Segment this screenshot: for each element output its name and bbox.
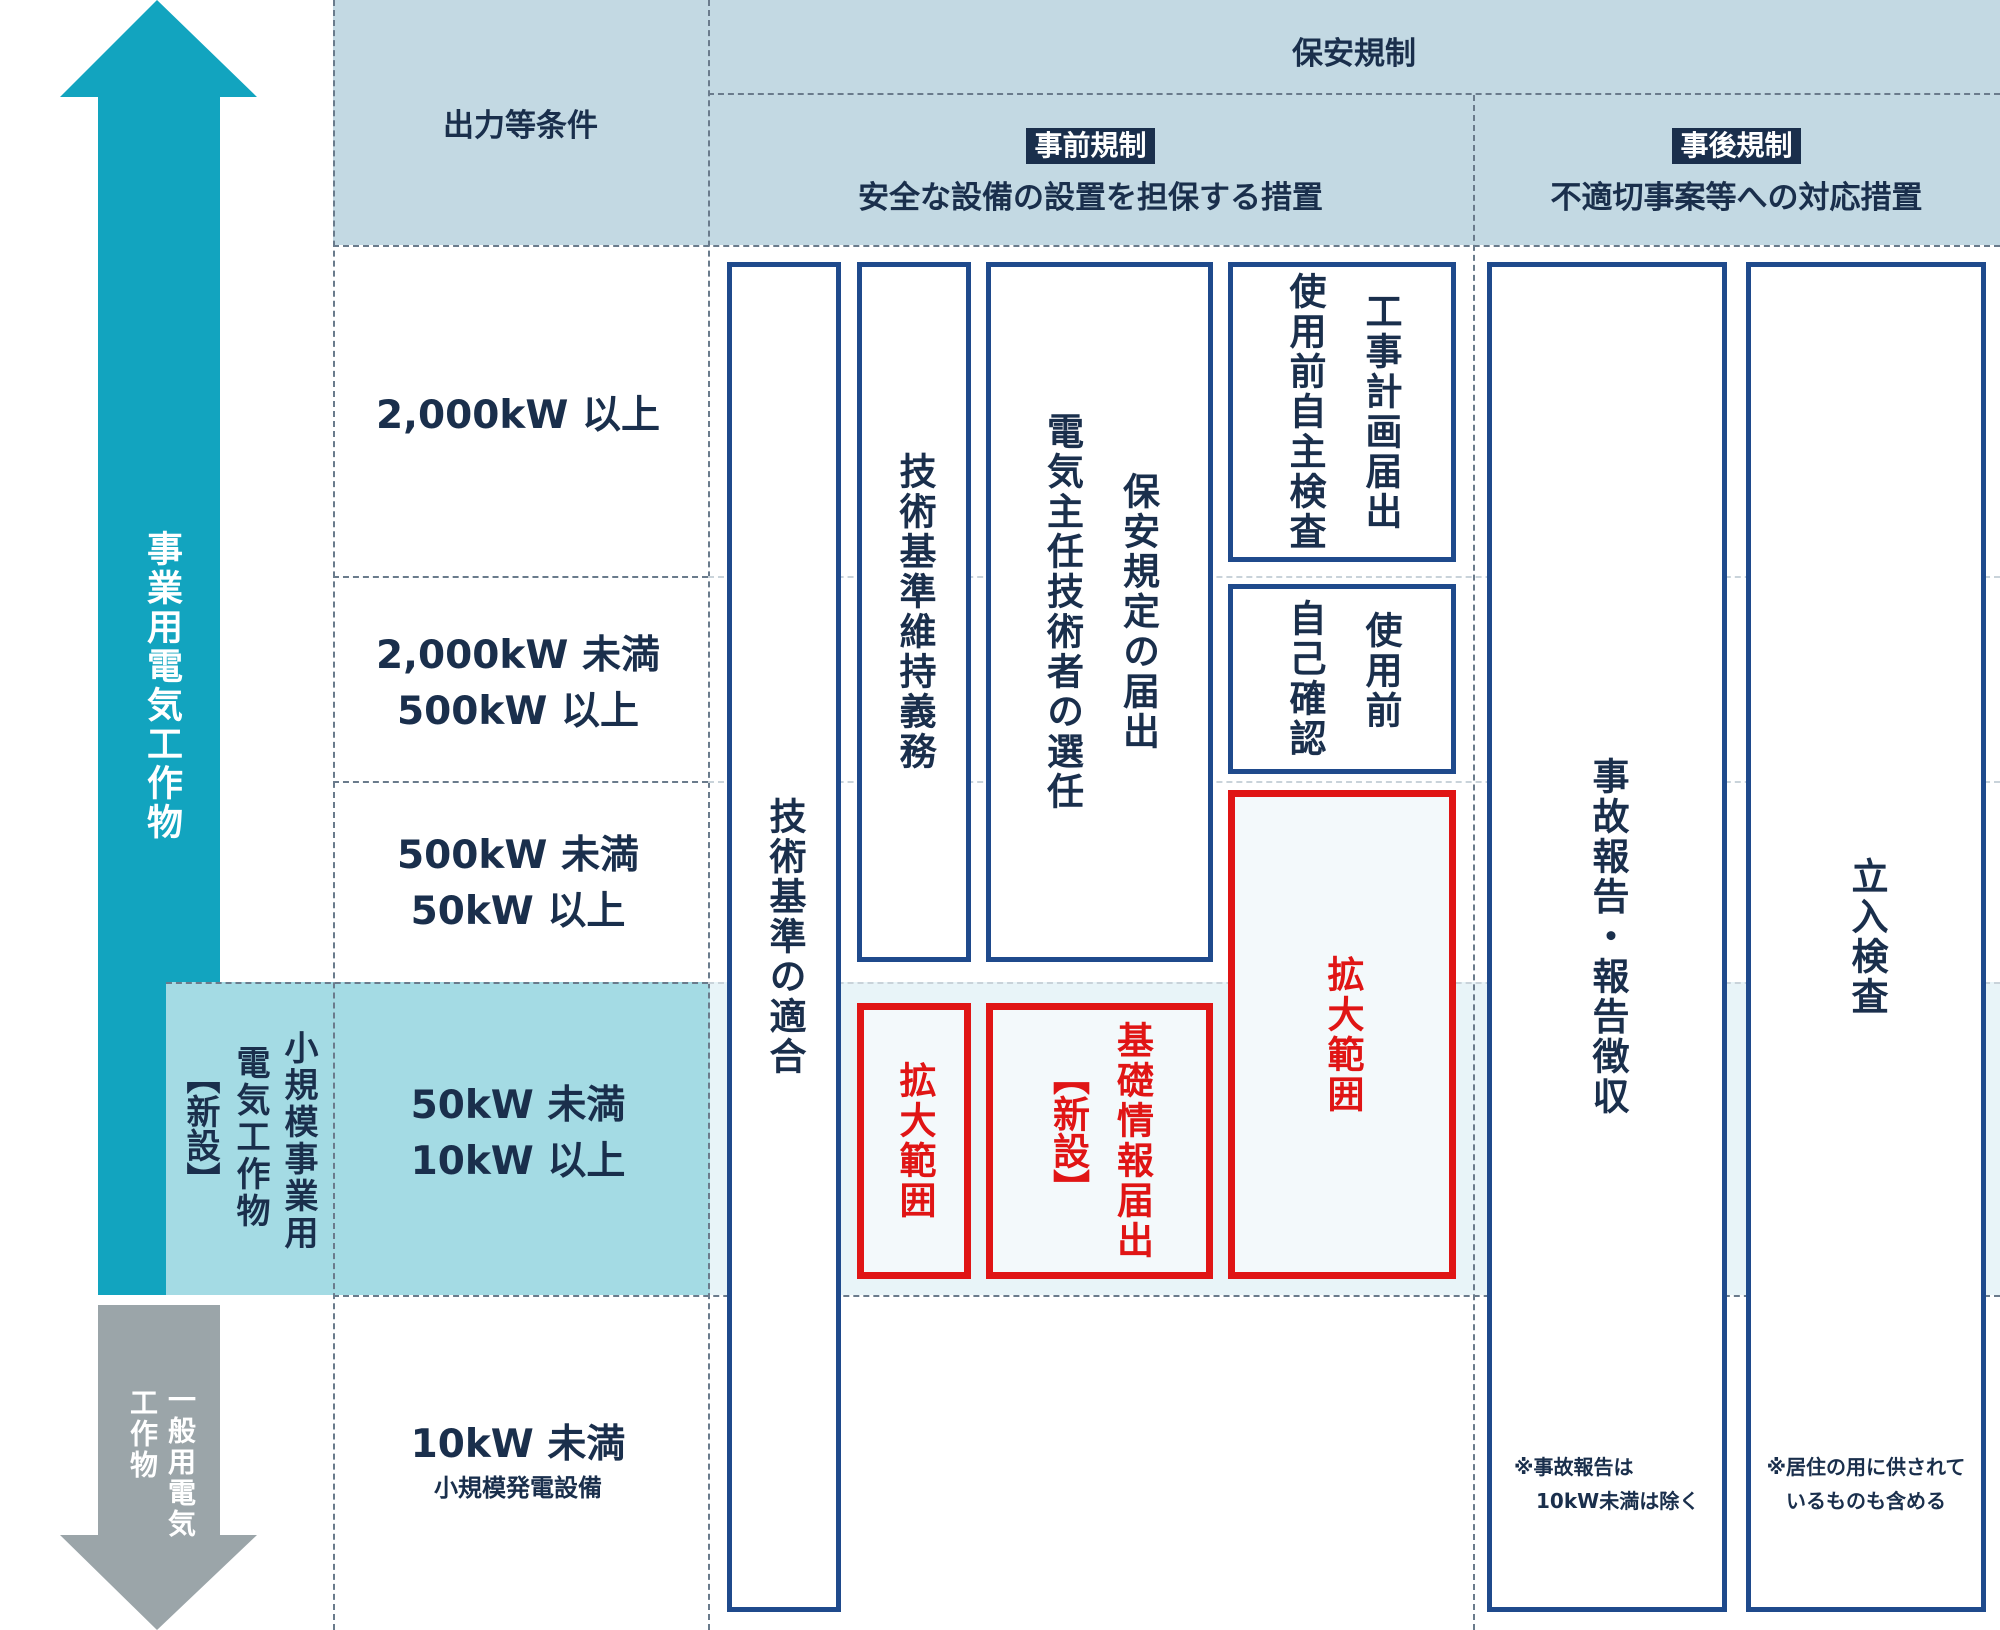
box-accident-report-label: 事故報告・報告徴収 xyxy=(1586,757,1629,1117)
condition-row2: 2,000kW 未満 500kW 以上 xyxy=(333,628,703,740)
box-chief-engineer-and-safety-rules: 保安規定の届出 電気主任技術者の選任 xyxy=(986,262,1213,962)
header-background xyxy=(333,0,2000,245)
small-business-condition-band xyxy=(333,982,710,1295)
grid-hline-row3 xyxy=(166,982,708,984)
grid-hline-row2 xyxy=(333,781,708,783)
condition-row1-text: 2,000kW 以上 xyxy=(376,393,660,438)
box-expanded-scope-2: 拡大範囲 xyxy=(1228,790,1456,1279)
accident-report-note: ※事故報告は 10kW未満は除く xyxy=(1500,1450,1714,1518)
box-chief-engineer-label: 電気主任技術者の選任 xyxy=(1040,412,1084,812)
grid-hline-header-bottom xyxy=(333,245,2000,247)
condition-row5-line1: 10kW 未満 xyxy=(410,1422,626,1467)
condition-row2-line2: 500kW 以上 xyxy=(397,689,639,734)
grid-hline-row4 xyxy=(333,1295,2000,1297)
on-site-inspection-note: ※居住の用に供されて いるものも含める xyxy=(1756,1450,1976,1518)
condition-row2-line1: 2,000kW 未満 xyxy=(376,633,660,678)
post-regulation-header: 事後規制 不適切事案等への対応措置 xyxy=(1473,128,2000,217)
condition-row1: 2,000kW 以上 xyxy=(333,388,703,444)
box-safety-rules-label: 保安規定の届出 xyxy=(1116,472,1160,752)
box-pre-use-self-check-line1: 使用前 xyxy=(1359,611,1402,731)
box-construction-plan-label: 工事計画届出 xyxy=(1359,292,1402,532)
accident-note-line1: ※事故報告は xyxy=(1514,1455,1634,1479)
condition-row3-line2: 50kW 以上 xyxy=(410,889,626,934)
accident-note-line2: 10kW未満は除く xyxy=(1536,1489,1700,1513)
pre-regulation-header: 事前規制 安全な設備の設置を担保する措置 xyxy=(708,128,1473,217)
box-basic-info-line1: 基礎情報届出 xyxy=(1110,1021,1154,1261)
box-pre-use-inspection-label: 使用前自主検査 xyxy=(1283,272,1326,552)
box-accident-report: 事故報告・報告徴収 xyxy=(1487,262,1727,1612)
grid-hline-header-split xyxy=(708,93,2000,95)
box-pre-use-self-check: 使用前 自己確認 xyxy=(1228,584,1456,774)
box-expanded-scope-1-label: 拡大範囲 xyxy=(893,1061,936,1221)
inspection-note-line2: いるものも含める xyxy=(1786,1489,1946,1513)
safety-regulation-header: 保安規制 xyxy=(1292,36,1416,72)
grid-hline-row1-light xyxy=(708,576,2000,578)
pre-regulation-tag: 事前規制 xyxy=(1026,128,1155,164)
small-business-label-line2: 電気工作物 xyxy=(230,1045,270,1230)
condition-row4-line1: 50kW 未満 xyxy=(410,1083,626,1128)
post-regulation-tag: 事後規制 xyxy=(1672,128,1801,164)
grid-vline-3 xyxy=(1473,95,1475,1630)
box-construction-plan-and-inspection: 工事計画届出 使用前自主検査 xyxy=(1228,262,1456,562)
box-tech-standard-compliance-label: 技術基準の適合 xyxy=(763,797,806,1077)
business-arrow-label: 事業用電気工作物 xyxy=(141,530,182,842)
box-on-site-inspection-label: 立入検査 xyxy=(1845,857,1888,1017)
condition-row5: 10kW 未満 小規模発電設備 xyxy=(333,1417,703,1503)
pre-regulation-desc: 安全な設備の設置を担保する措置 xyxy=(858,180,1323,216)
box-basic-info-line2: 【新設】 xyxy=(1046,1058,1090,1206)
box-basic-info: 基礎情報届出 【新設】 xyxy=(986,1003,1213,1279)
grid-hline-row2-light xyxy=(708,781,2000,783)
condition-row3-line1: 500kW 未満 xyxy=(397,833,639,878)
output-conditions-header: 出力等条件 xyxy=(443,108,598,144)
box-on-site-inspection: 立入検査 xyxy=(1746,262,1986,1612)
inspection-note-line1: ※居住の用に供されて xyxy=(1766,1455,1966,1479)
general-label-line2: 工作物 xyxy=(126,1388,159,1481)
box-expanded-scope-1: 拡大範囲 xyxy=(857,1003,971,1279)
box-tech-standard-maintenance: 技術基準維持義務 xyxy=(857,262,971,962)
grid-hline-row1 xyxy=(333,576,708,578)
condition-row4: 50kW 未満 10kW 以上 xyxy=(333,1078,703,1190)
box-pre-use-self-check-line2: 自己確認 xyxy=(1283,599,1326,759)
general-label-line1: 一般用電気 xyxy=(164,1385,197,1540)
condition-row5-line2: 小規模発電設備 xyxy=(434,1474,602,1502)
condition-row3: 500kW 未満 50kW 以上 xyxy=(333,828,703,940)
box-expanded-scope-2-label: 拡大範囲 xyxy=(1321,954,1364,1115)
business-arrow xyxy=(60,0,333,1630)
grid-vline-1 xyxy=(333,0,335,1630)
condition-row4-line2: 10kW 以上 xyxy=(410,1139,626,1184)
post-regulation-desc: 不適切事案等への対応措置 xyxy=(1550,180,1923,216)
grid-vline-2 xyxy=(708,0,710,1630)
small-business-label-line1: 小規模事業用 xyxy=(278,1030,318,1252)
box-tech-standard-maintenance-label: 技術基準維持義務 xyxy=(893,452,936,772)
small-business-new-label: 【新設】 xyxy=(180,1060,220,1196)
box-tech-standard-compliance: 技術基準の適合 xyxy=(727,262,841,1612)
